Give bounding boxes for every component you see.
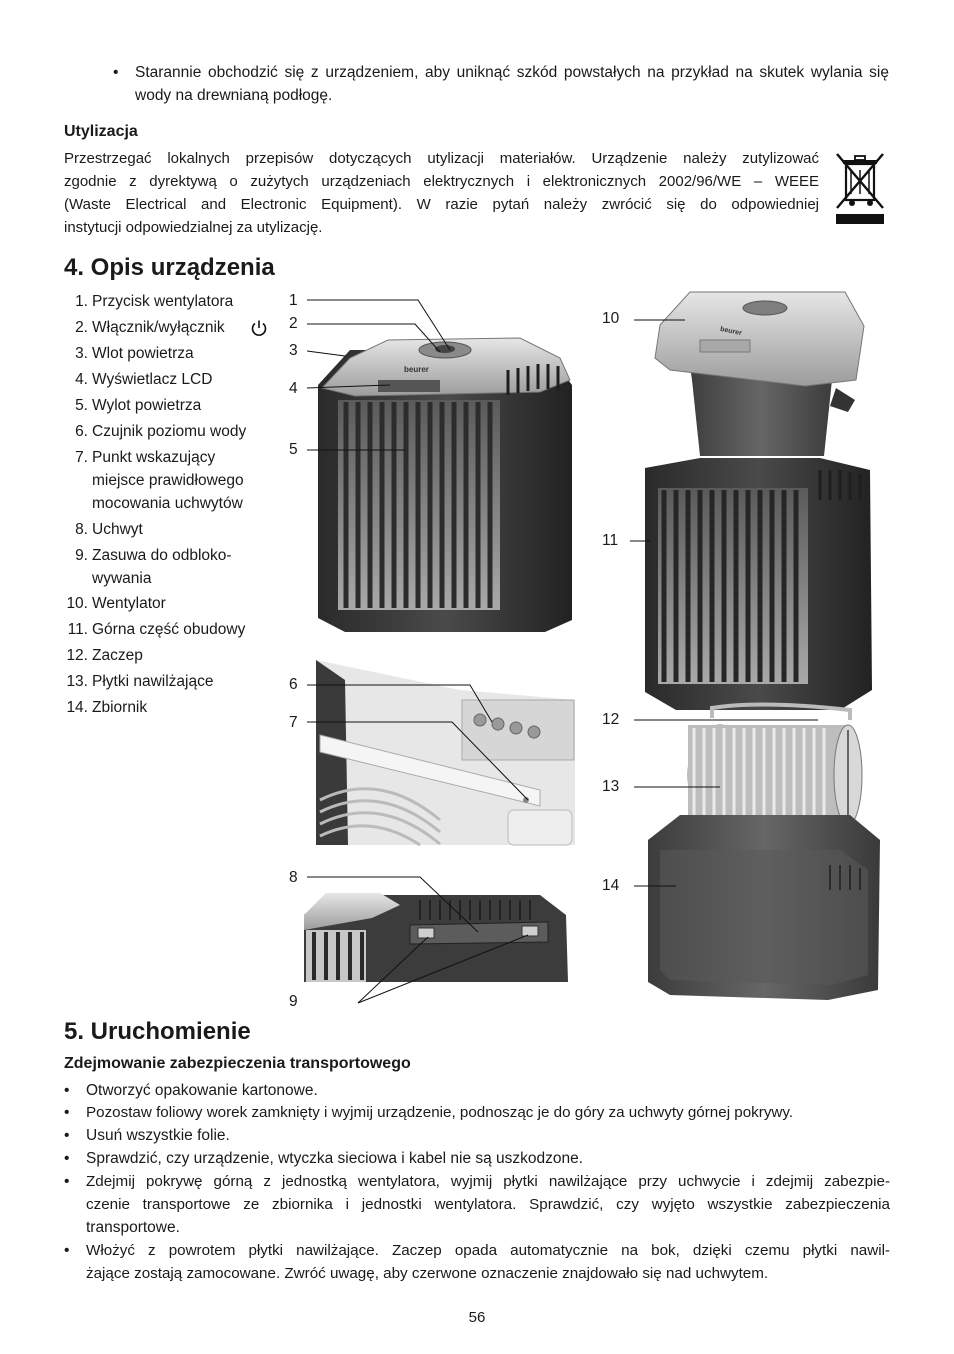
leader-line-8 xyxy=(307,876,479,933)
water-tank-image xyxy=(648,815,880,1000)
leader-lines xyxy=(306,299,818,1004)
parts-list: 1.Przycisk wentylatora 2. Włącznik/wyłąc… xyxy=(64,290,294,730)
callout-10: 10 xyxy=(602,310,620,327)
callout-1: 1 xyxy=(289,292,298,309)
section5-bullets: • Otworzyć opakowanie kartonowe. • Pozos… xyxy=(64,1082,890,1282)
callout-4: 4 xyxy=(289,380,298,397)
fan-unit-image xyxy=(654,291,865,456)
humidifier-discs-image xyxy=(687,702,863,826)
callout-14: 14 xyxy=(602,877,620,894)
section4-title: 4. Opis urządzenia xyxy=(64,254,275,281)
section5-title: 5. Uruchomienie xyxy=(64,1018,251,1045)
callout-8: 8 xyxy=(289,869,298,886)
callout-3: 3 xyxy=(289,342,298,359)
disposal-line: Przestrzegać lokalnych przepisów dotyczą… xyxy=(64,150,819,167)
handle-detail-image xyxy=(304,893,568,982)
leader-line-1 xyxy=(307,299,451,351)
disposal-heading: Utylizacja xyxy=(64,123,138,140)
intro-bullet-text: Starannie obchodzić się z urządzeniem, a… xyxy=(135,64,889,104)
leader-line-4 xyxy=(306,384,391,389)
section5-subtitle: Zdejmowanie zabezpieczenia transportoweg… xyxy=(64,1055,411,1072)
bullet-dot: • xyxy=(113,64,119,81)
leader-line-9a xyxy=(357,936,429,1004)
weee-bin-icon xyxy=(836,153,884,224)
disposal-text: Przestrzegać lokalnych przepisów dotyczą… xyxy=(64,147,819,239)
sensor-detail-image xyxy=(316,660,575,847)
leader-line-3 xyxy=(306,350,346,357)
disposal-line: zgodnie z dyrektywą o zużytych urządzeni… xyxy=(64,173,819,190)
disposal-line: instytucji odpowiedzialnej za utylizację… xyxy=(64,219,323,236)
upper-housing-image xyxy=(645,458,872,710)
callout-5: 5 xyxy=(289,441,298,458)
leader-line-7 xyxy=(307,721,529,801)
leader-line-9b xyxy=(357,934,529,1004)
callout-12: 12 xyxy=(602,711,620,728)
callout-2: 2 xyxy=(289,315,298,332)
callout-13: 13 xyxy=(602,778,620,795)
callout-11: 11 xyxy=(602,532,619,549)
power-icon xyxy=(251,320,267,336)
callout-9: 9 xyxy=(289,993,298,1010)
callout-6: 6 xyxy=(289,676,298,693)
callout-7: 7 xyxy=(289,714,298,731)
disposal-line: (Waste Electrical and Electronic Equipme… xyxy=(64,196,819,213)
humidifier-main-image xyxy=(318,337,572,632)
leader-line-6 xyxy=(307,684,493,723)
leader-line-2 xyxy=(307,323,441,353)
brand-logo: beurer xyxy=(404,365,429,374)
page-number: 56 xyxy=(468,1309,486,1326)
